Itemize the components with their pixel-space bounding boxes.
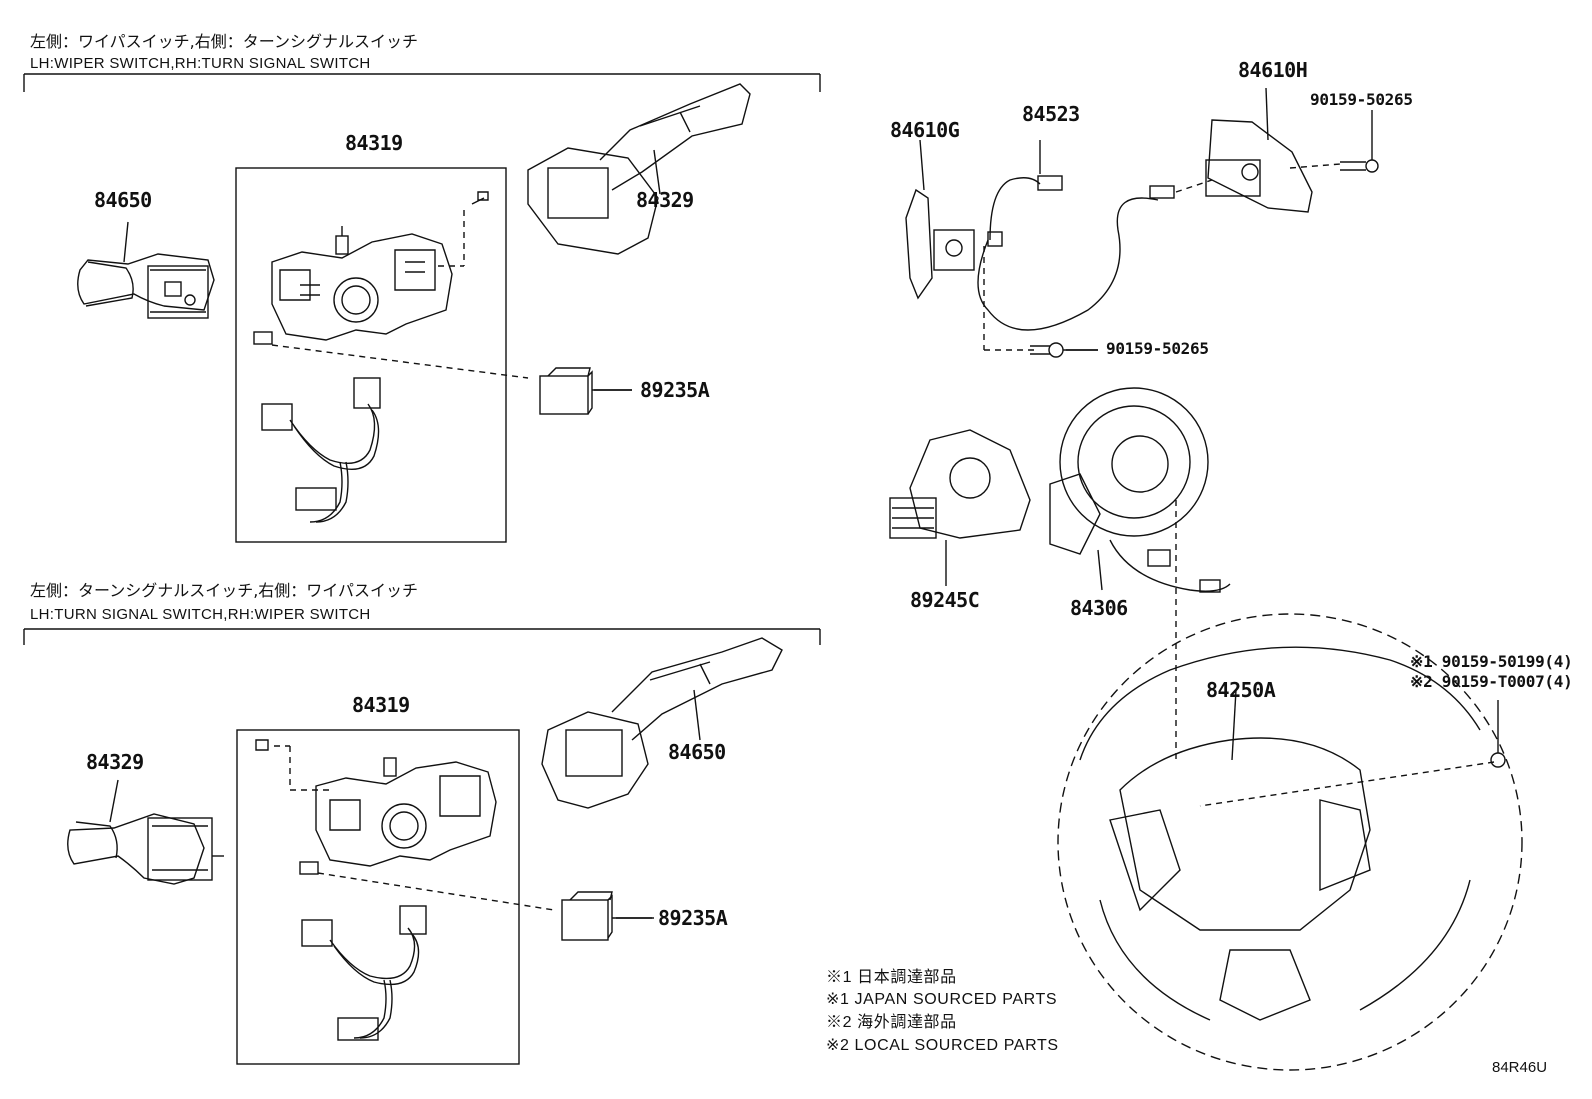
turn-signal-lever-drawing xyxy=(527,83,751,255)
part-label-84523[interactable]: 84523 xyxy=(1022,102,1080,126)
part-label-screw-mark1[interactable]: ※1 90159-50199(4) xyxy=(1410,652,1573,671)
part-label-84319-lower[interactable]: 84319 xyxy=(352,693,410,717)
note-japan-en: ※1 JAPAN SOURCED PARTS xyxy=(826,991,1058,1008)
part-label-screw-top[interactable]: 90159-50265 xyxy=(1310,90,1413,109)
assembly-box-upper xyxy=(235,167,507,543)
part-label-84650-upper[interactable]: 84650 xyxy=(94,188,152,212)
harness-dashes xyxy=(983,163,1341,351)
wire-harness-lower xyxy=(301,905,427,1041)
part-label-89235A-lower[interactable]: 89235A xyxy=(658,906,728,930)
part-label-84650-lower[interactable]: 84650 xyxy=(668,740,726,764)
part-label-84610G[interactable]: 84610G xyxy=(890,118,960,142)
turn-signal-lever-lower-drawing xyxy=(67,779,224,885)
part-label-84319-upper[interactable]: 84319 xyxy=(345,131,403,155)
part-label-89235A-upper[interactable]: 89235A xyxy=(640,378,710,402)
steering-sensor-drawing xyxy=(889,429,1031,586)
small-screw-upper xyxy=(471,191,489,205)
note-local-en: ※2 LOCAL SOURCED PARTS xyxy=(826,1037,1059,1054)
part-label-84329-lower[interactable]: 84329 xyxy=(86,750,144,774)
part-label-84250A[interactable]: 84250A xyxy=(1206,678,1276,702)
part-label-screw-mark2[interactable]: ※2 90159-T0007(4) xyxy=(1410,672,1573,691)
wiper-switch-lower-drawing xyxy=(541,637,783,809)
part-label-84329-upper[interactable]: 84329 xyxy=(636,188,694,212)
note-japan-jp: ※1 日本調達部品 xyxy=(826,969,957,986)
wire-harness-upper xyxy=(261,377,381,523)
screw-dashes-upper xyxy=(271,210,529,379)
part-label-84306[interactable]: 84306 xyxy=(1070,596,1128,620)
combination-switch-body-drawing xyxy=(253,226,453,345)
sensor-connector-upper-drawing xyxy=(539,367,632,415)
sensor-connector-lower-drawing xyxy=(561,891,652,941)
small-screw-lower xyxy=(255,739,269,751)
group-header-jp-lower: 左側：ターンシグナルスイッチ,右側：ワイパスイッチ xyxy=(30,581,418,600)
group-header-en-upper: LH:WIPER SWITCH,RH:TURN SIGNAL SWITCH xyxy=(30,55,371,72)
note-local-jp: ※2 海外調達部品 xyxy=(826,1014,957,1031)
screw-top-drawing xyxy=(1340,110,1379,173)
diagram-code: 84R46U xyxy=(1492,1059,1548,1076)
group-bracket-upper xyxy=(23,73,821,92)
part-label-screw-mid[interactable]: 90159-50265 xyxy=(1106,339,1209,358)
steering-wheel-drawing xyxy=(1057,613,1523,1071)
paddle-switch-left-drawing xyxy=(905,139,975,300)
steering-harness-drawing xyxy=(977,140,1175,331)
assembly-box-lower xyxy=(236,729,520,1065)
group-header-jp-upper: 左側：ワイパスイッチ,右側：ターンシグナルスイッチ xyxy=(30,32,418,51)
combination-switch-body-lower-drawing xyxy=(299,757,497,875)
paddle-switch-right-drawing xyxy=(1205,87,1313,213)
spiral-to-wheel-dashes xyxy=(1175,500,1495,807)
group-bracket-lower xyxy=(23,628,821,645)
part-label-84610H[interactable]: 84610H xyxy=(1238,58,1308,82)
spiral-cable-drawing xyxy=(1049,387,1231,593)
part-label-89245C[interactable]: 89245C xyxy=(910,588,980,612)
screw-mark-drawing xyxy=(1490,700,1506,768)
group-header-en-lower: LH:TURN SIGNAL SWITCH,RH:WIPER SWITCH xyxy=(30,606,371,623)
wiper-switch-lever-drawing xyxy=(77,221,215,319)
screw-dashes-lower xyxy=(274,745,555,911)
leader-lines xyxy=(594,349,1098,919)
